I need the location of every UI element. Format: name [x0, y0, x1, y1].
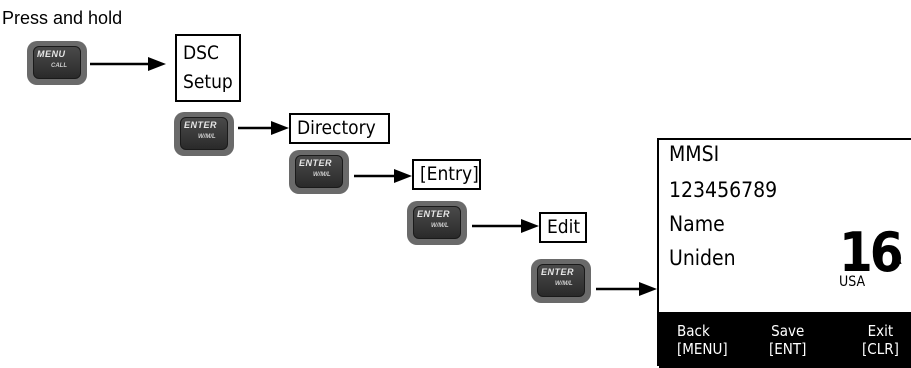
menu-key-label: MENU — [37, 49, 66, 59]
wml-key-label: W/M/L — [555, 281, 573, 287]
entry-box: [Entry] — [412, 159, 481, 190]
dsc-setup-line1: DSC — [183, 42, 219, 64]
mmsi-label: MMSI — [669, 142, 720, 166]
softkey-bar: Back [MENU] Save [ENT] Exit [CLR] — [659, 312, 911, 368]
wml-key-label: W/M/L — [313, 172, 331, 178]
softkey-exit-label: Exit — [867, 322, 894, 340]
enter-key-1[interactable]: ENTER W/M/L — [174, 112, 234, 156]
menu-key-face — [33, 46, 81, 79]
softkey-back[interactable]: Back [MENU] — [677, 322, 728, 358]
instruction-text: Press and hold — [2, 8, 123, 28]
enter-key-label: ENTER — [417, 209, 451, 219]
call-key-label: CALL — [51, 63, 67, 69]
dsc-setup-box: DSC Setup — [175, 34, 241, 102]
softkey-save[interactable]: Save [ENT] — [769, 322, 806, 358]
dsc-setup-line2: Setup — [183, 71, 233, 93]
enter-key-label: ENTER — [184, 120, 218, 130]
enter-key-face — [295, 155, 343, 188]
directory-box: Directory — [289, 113, 390, 144]
softkey-exit-key: [CLR] — [862, 340, 899, 358]
softkey-back-key: [MENU] — [677, 340, 728, 358]
enter-key-face — [413, 206, 461, 239]
enter-key-2[interactable]: ENTER W/M/L — [289, 150, 349, 194]
edit-box: Edit — [539, 212, 587, 243]
channel-number: 16 — [839, 221, 904, 284]
enter-key-face — [180, 117, 228, 150]
menu-call-key[interactable]: MENU CALL — [27, 41, 87, 85]
enter-key-3[interactable]: ENTER W/M/L — [407, 201, 467, 245]
enter-key-label: ENTER — [541, 267, 575, 277]
enter-key-4[interactable]: ENTER W/M/L — [531, 259, 591, 303]
softkey-back-label: Back — [677, 322, 710, 340]
region-label: USA — [839, 274, 866, 290]
enter-key-label: ENTER — [299, 158, 333, 168]
mmsi-value: 123456789 — [669, 178, 778, 202]
softkey-save-key: [ENT] — [769, 340, 807, 358]
wml-key-label: W/M/L — [431, 223, 449, 229]
wml-key-label: W/M/L — [198, 134, 216, 140]
enter-key-face — [537, 264, 585, 297]
softkey-exit[interactable]: Exit [CLR] — [862, 322, 899, 358]
softkey-save-label: Save — [771, 322, 805, 340]
channel-suffix: A — [893, 252, 902, 268]
name-value: Uniden — [669, 246, 736, 270]
lcd-screen: MMSI 123456789 Name Uniden 16 A USA Back… — [657, 138, 911, 368]
name-label: Name — [669, 212, 725, 236]
